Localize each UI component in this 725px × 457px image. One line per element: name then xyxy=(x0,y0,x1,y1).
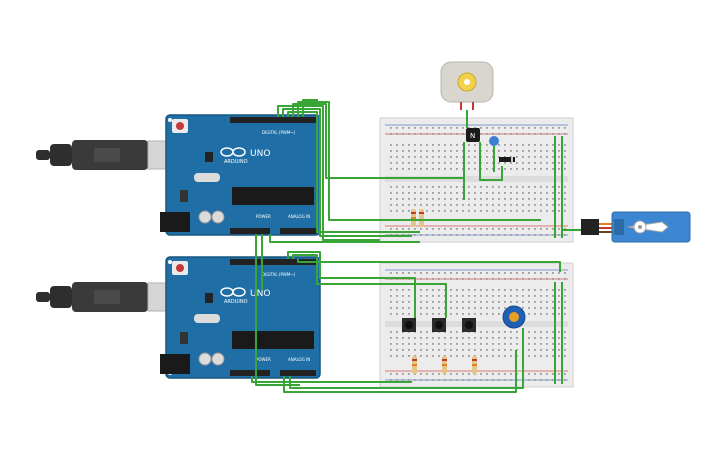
usb-cable-1 xyxy=(36,140,189,170)
analog-label-1: ANALOG IN xyxy=(288,214,310,219)
arduino-uno-2[interactable]: ARDUINO UNO DIGITAL (PWM~) POWER ANALOG … xyxy=(160,256,321,379)
arduino-brand-label-2: ARDUINO xyxy=(224,299,248,305)
reset-button-2[interactable] xyxy=(176,264,184,272)
arduino-uno-1[interactable]: ARDUINO UNO DIGITAL (PWM~) POWER ANALOG … xyxy=(160,114,321,236)
servo-motor[interactable] xyxy=(581,211,691,243)
reset-button-1[interactable] xyxy=(176,122,184,130)
resistor-bb2-c[interactable] xyxy=(472,356,477,374)
capacitor[interactable] xyxy=(489,136,499,146)
resistor-bb2-a[interactable] xyxy=(412,356,417,374)
wires xyxy=(251,99,581,393)
pushbutton-3[interactable] xyxy=(462,318,476,332)
power-label-1: POWER xyxy=(256,214,271,219)
power-label-2: POWER xyxy=(256,357,271,362)
arduino-model-label-1: UNO xyxy=(250,149,270,159)
pushbutton-1[interactable] xyxy=(402,318,416,332)
arduino-brand-label-1: ARDUINO xyxy=(224,159,248,165)
usb-cable-2 xyxy=(36,282,189,312)
resistor-bb2-b[interactable] xyxy=(442,356,447,374)
potentiometer[interactable] xyxy=(502,305,526,329)
digital-header-label-2: DIGITAL (PWM~) xyxy=(262,272,296,277)
analog-label-2: ANALOG IN xyxy=(288,357,310,362)
breadboard-1-holes xyxy=(390,127,566,236)
resistor-bb1-a[interactable] xyxy=(411,209,416,227)
diode[interactable] xyxy=(499,157,515,162)
dc-motor[interactable] xyxy=(440,61,494,110)
digital-header-label-1: DIGITAL (PWM~) xyxy=(262,130,296,135)
arduino-model-label-2: UNO xyxy=(250,289,270,299)
pushbutton-2[interactable] xyxy=(432,318,446,332)
transistor[interactable]: N xyxy=(466,128,480,142)
resistor-bb1-b[interactable] xyxy=(419,209,424,227)
svg-text:N: N xyxy=(470,132,475,140)
